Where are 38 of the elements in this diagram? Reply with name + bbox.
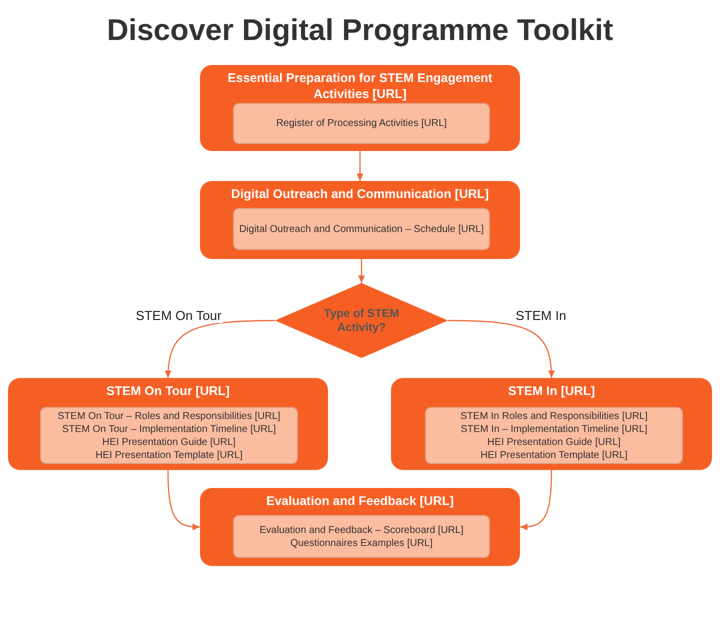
document-box <box>233 208 490 250</box>
section-box <box>391 378 712 470</box>
arrow <box>167 470 200 530</box>
title: Discover Digital Programme Toolkit <box>106 14 614 48</box>
document-link: STEM In – Implementation Timeline [URL] <box>460 422 648 436</box>
edge-label: STEM In <box>514 308 568 323</box>
document-link: HEI Presentation Guide [URL] <box>487 436 621 448</box>
document-link: STEM In Roles and Responsibilities [URL] <box>460 410 648 422</box>
arrow <box>358 259 365 283</box>
document-box <box>233 515 490 558</box>
document-link: HEI Presentation Template [URL] <box>95 448 243 462</box>
decision-text: Type of STEM Activity? <box>322 306 400 334</box>
document-link: Evaluation and Feedback – Scoreboard [URL] <box>259 524 464 536</box>
edge-label: STEM On Tour <box>134 308 224 323</box>
document-box <box>425 407 683 464</box>
section-box <box>200 488 520 566</box>
arrow <box>448 320 555 378</box>
section-box <box>8 378 328 470</box>
arrow <box>164 320 275 378</box>
document-link: HEI Presentation Guide [URL] <box>102 436 236 448</box>
document-box <box>233 103 490 144</box>
section-heading: STEM In [URL] <box>507 383 596 399</box>
section-box <box>200 181 520 259</box>
document-link: HEI Presentation Template [URL] <box>480 448 628 462</box>
document-link: STEM On Tour – Implementation Timeline [URL] <box>62 422 276 436</box>
section-heading: Essential Preparation for STEM Engagement Activities [URL] <box>226 70 494 102</box>
section-heading: STEM On Tour [URL] <box>105 383 231 399</box>
decision-diamond <box>275 283 448 358</box>
document-box <box>40 407 298 464</box>
document-link: STEM On Tour – Roles and Responsibilities [URL] <box>58 410 280 422</box>
arrow <box>356 151 364 181</box>
section-heading: Digital Outreach and Communication [URL] <box>230 186 490 202</box>
document-link: Register of Processing Activities [URL] <box>276 117 447 130</box>
section-heading: Evaluation and Feedback [URL] <box>265 493 455 509</box>
document-link: Digital Outreach and Communication – Schedule [URL] <box>239 222 484 236</box>
arrow <box>520 470 552 530</box>
document-link: Questionnaires Examples [URL] <box>290 536 433 550</box>
section-box <box>200 65 520 151</box>
